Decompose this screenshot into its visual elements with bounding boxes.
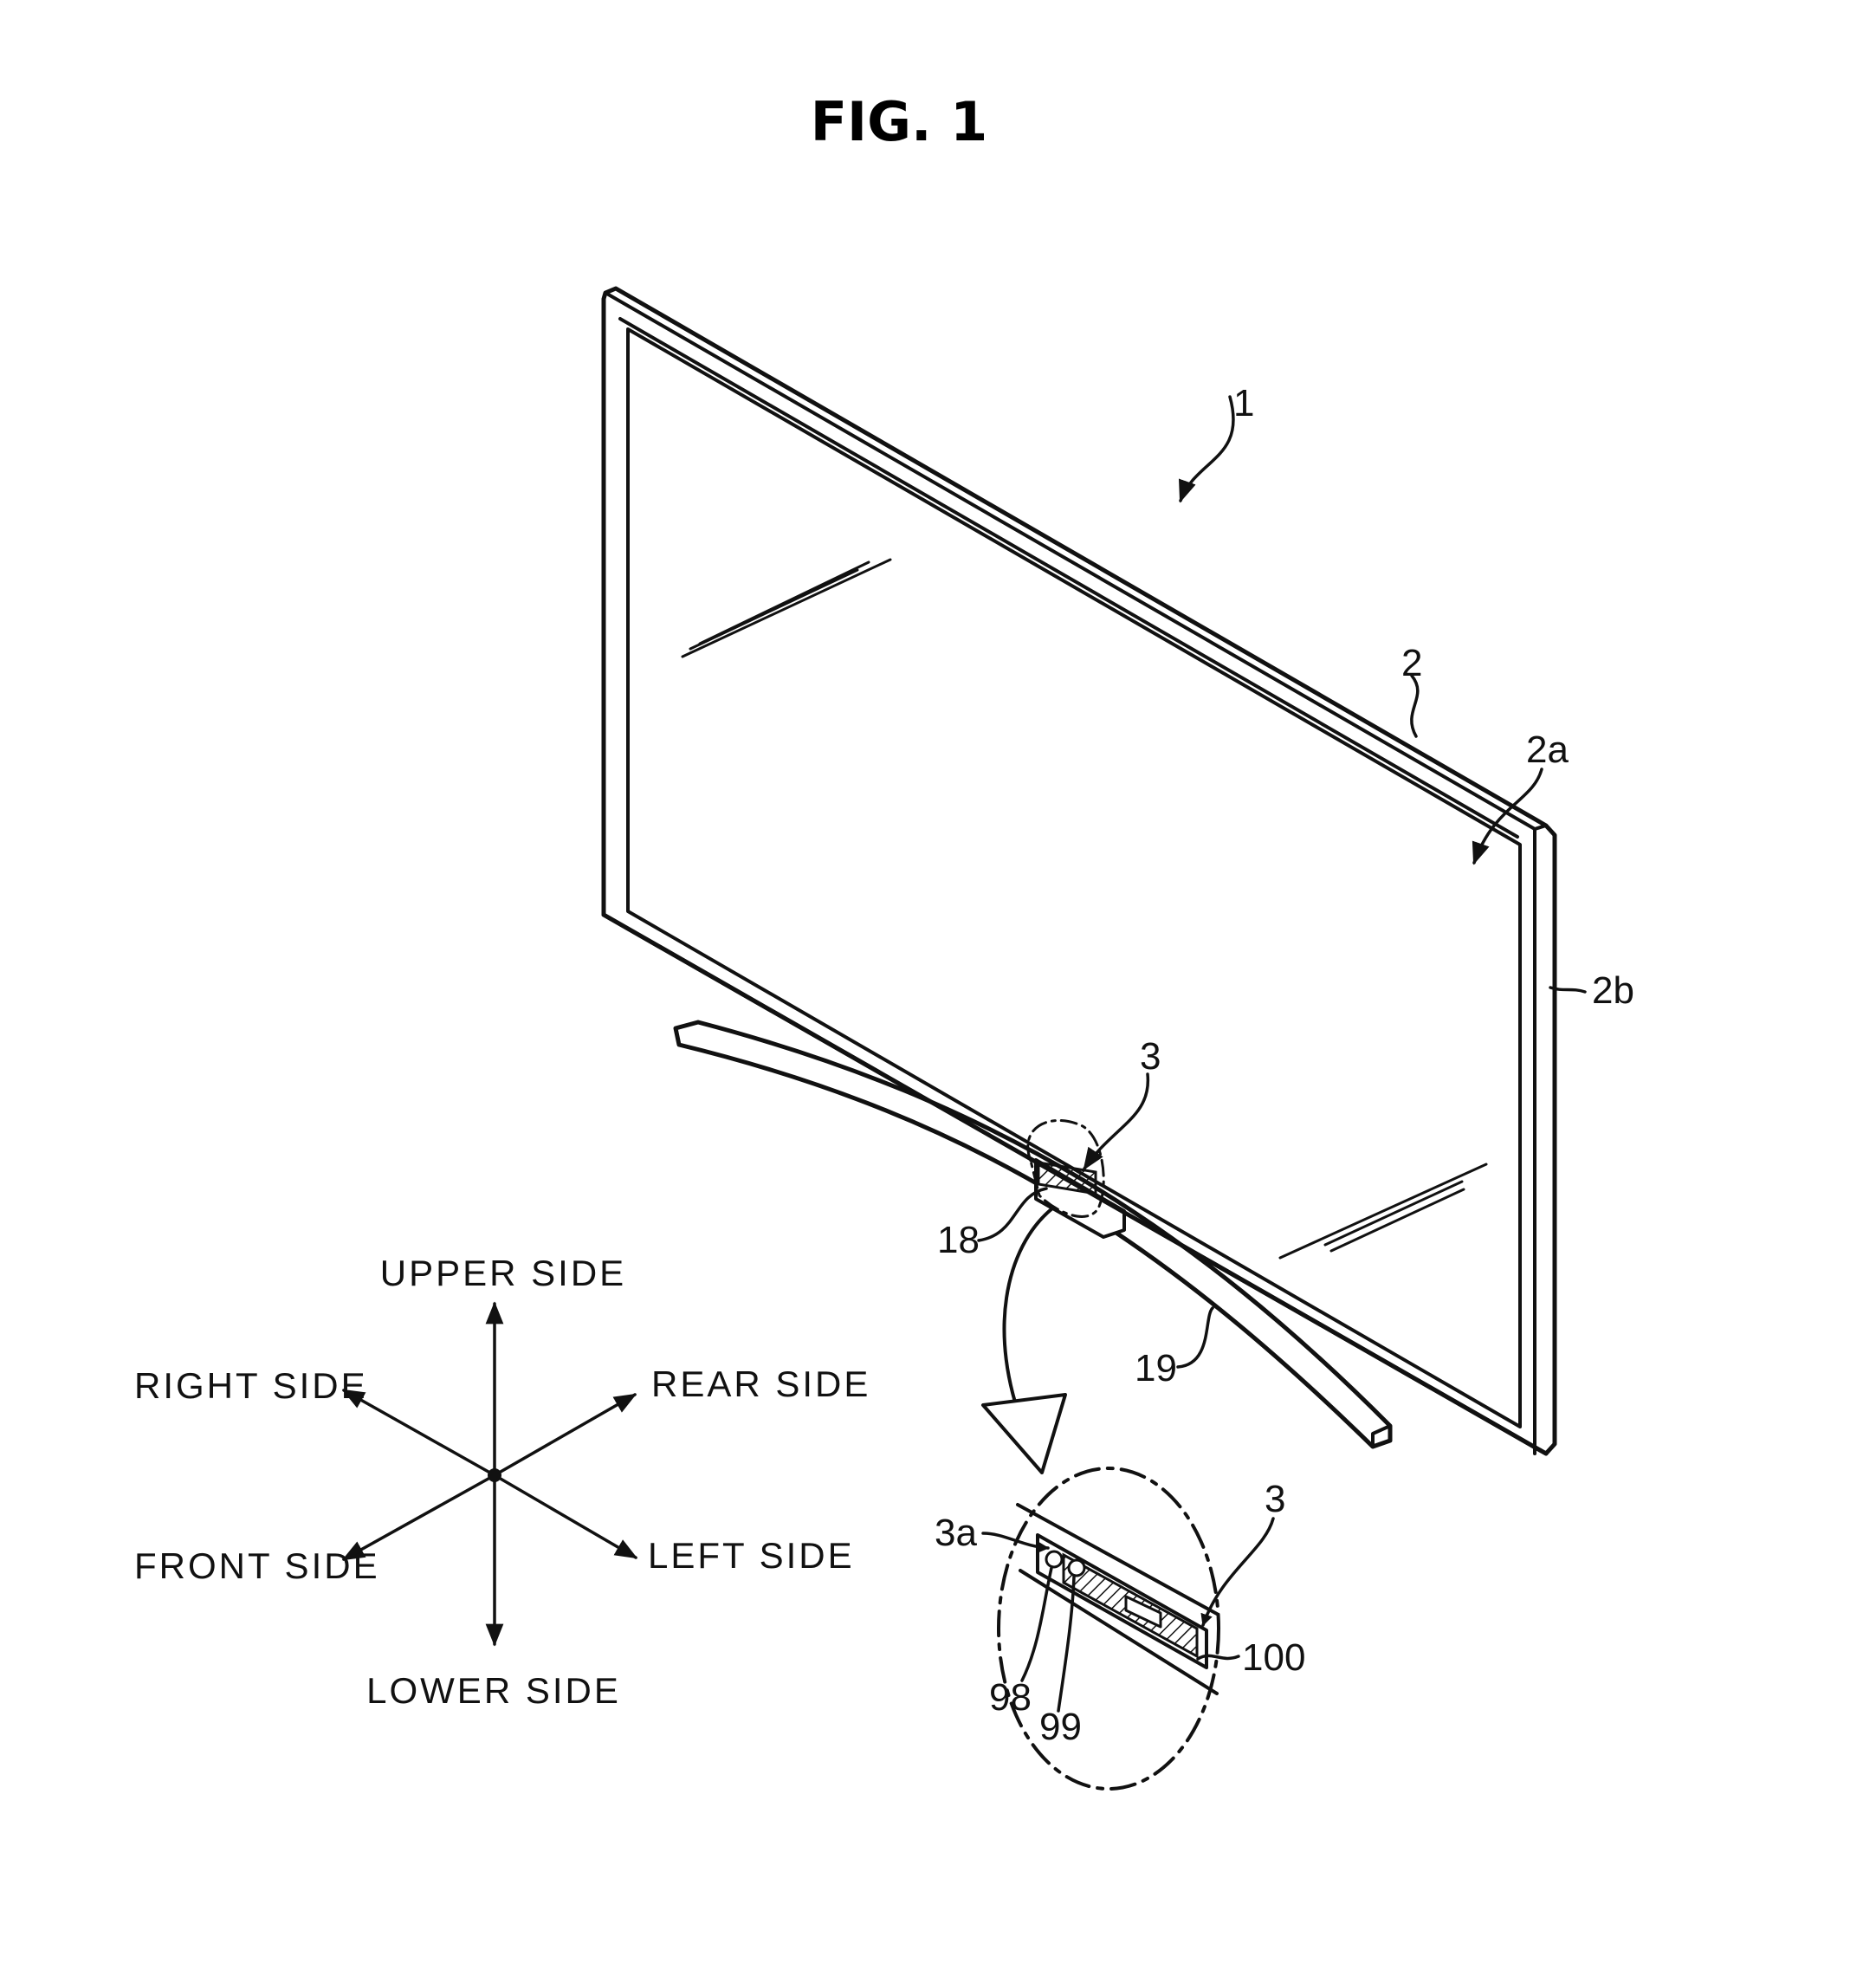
label-100: 100 (1242, 1636, 1305, 1679)
screen-glare-upper (682, 560, 890, 657)
detail-pointer-arrow (983, 1395, 1065, 1473)
label-99: 99 (1039, 1706, 1082, 1748)
direction-indicator: UPPER SIDE LOWER SIDE RIGHT SIDE LEFT SI… (134, 1253, 870, 1711)
display-device (604, 288, 1555, 1454)
figure-title: FIG. 1 (811, 90, 988, 153)
display-outer-frame (604, 288, 1555, 1454)
label-98: 98 (989, 1676, 1032, 1719)
reference-labels: 1 2 2a 2b 3 18 19 3a 3 100 98 99 (935, 382, 1634, 1748)
display-bezel-line (620, 319, 1517, 837)
label-upper-side: UPPER SIDE (380, 1253, 626, 1293)
label-2a: 2a (1526, 729, 1569, 771)
arrow-left (495, 1475, 636, 1558)
part-99-circle (1069, 1560, 1084, 1576)
screen (628, 329, 1520, 1427)
detail-pointer-curve (1004, 1208, 1052, 1428)
label-3: 3 (1140, 1035, 1161, 1078)
label-2b: 2b (1592, 969, 1634, 1012)
label-1: 1 (1233, 382, 1254, 424)
detail-enlarged (999, 1468, 1219, 1789)
label-18: 18 (937, 1219, 980, 1261)
label-right-side: RIGHT SIDE (134, 1365, 368, 1406)
label-19: 19 (1135, 1347, 1177, 1389)
label-2: 2 (1401, 642, 1422, 684)
label-front-side: FRONT SIDE (134, 1545, 380, 1586)
label-3a: 3a (935, 1512, 977, 1554)
direction-origin (488, 1468, 501, 1482)
label-lower-side: LOWER SIDE (366, 1670, 621, 1711)
part-98-circle (1046, 1551, 1062, 1567)
screen-glare-lower (1280, 1164, 1486, 1258)
label-rear-side: REAR SIDE (651, 1363, 870, 1404)
label-left-side: LEFT SIDE (648, 1535, 855, 1576)
arrow-rear (495, 1395, 635, 1475)
label-3-detail: 3 (1265, 1478, 1285, 1520)
display-top-edge (605, 293, 1546, 829)
